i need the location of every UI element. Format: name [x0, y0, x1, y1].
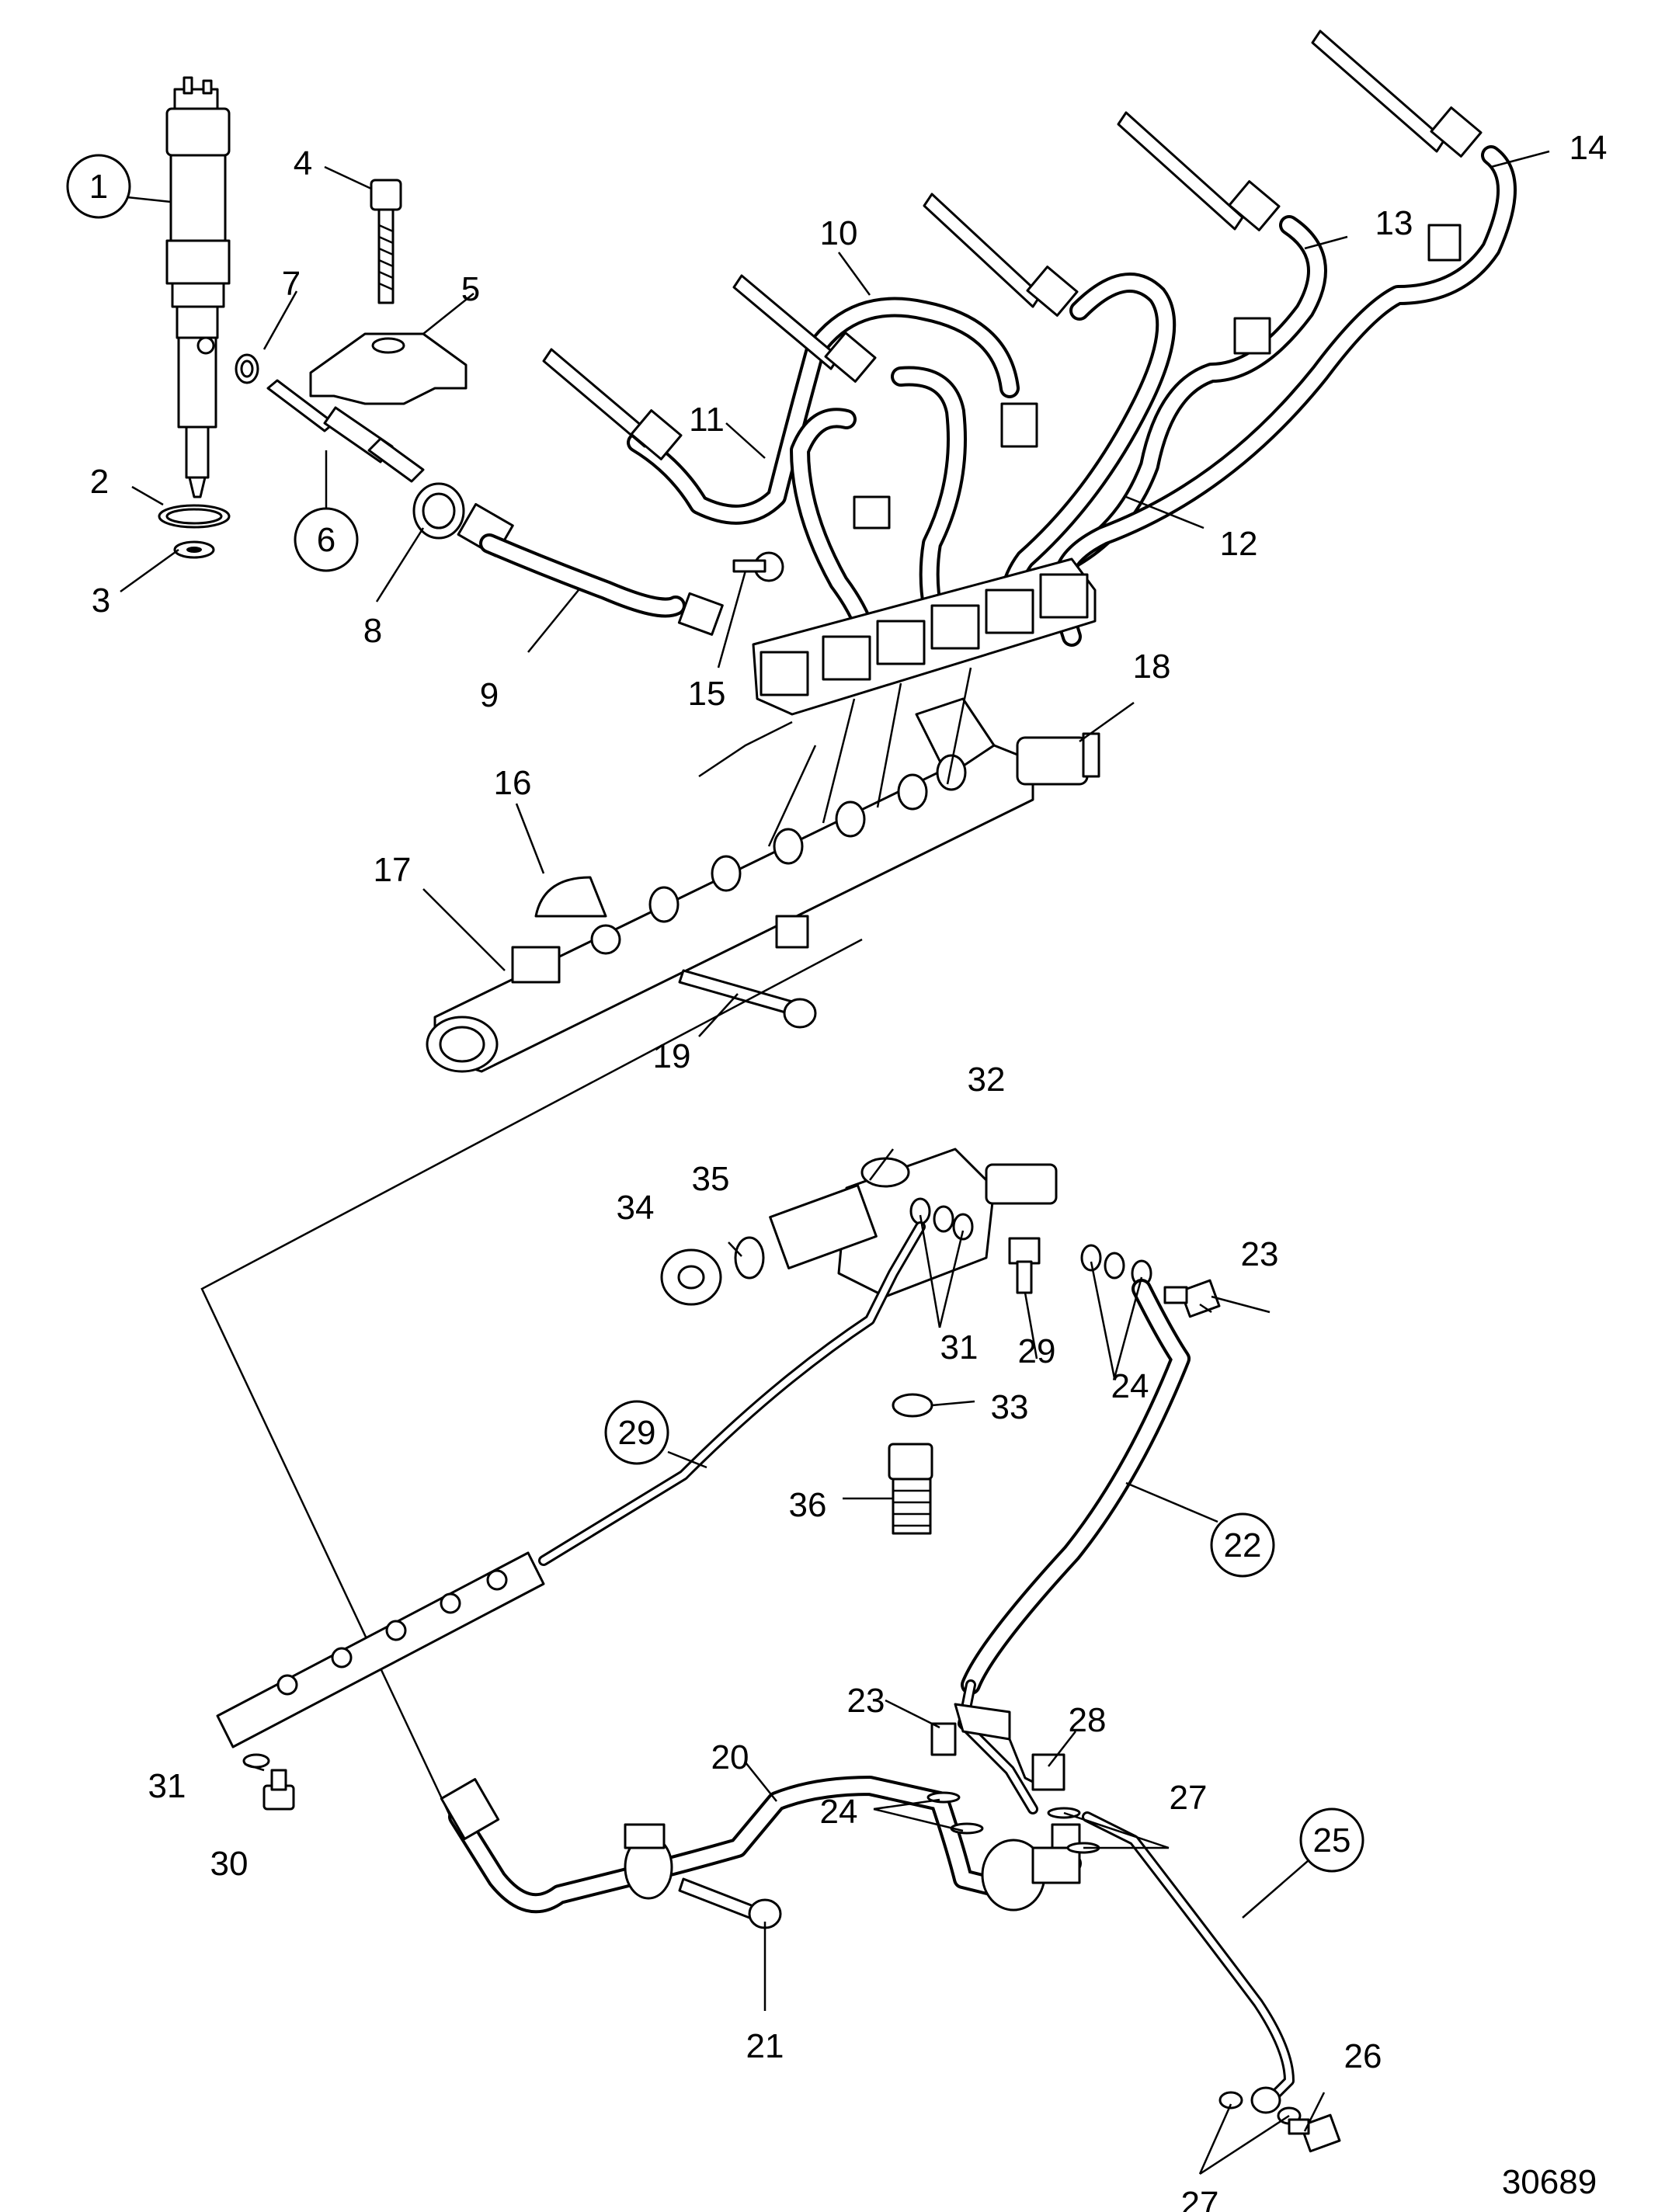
callout-label: 25 — [1313, 1821, 1351, 1860]
callout-circle — [1299, 1807, 1364, 1873]
callout-label: 20 — [711, 1738, 749, 1776]
callout-circle — [1210, 1512, 1275, 1578]
callout-label: 21 — [746, 2027, 784, 2065]
banjo-bolt — [262, 1769, 295, 1811]
banjo-bolt — [1163, 1279, 1221, 1318]
callout-labels: 1234567891011121314151617181920212223232… — [66, 129, 1608, 2212]
callout-label: 19 — [653, 1037, 691, 1075]
callout-label: 31 — [940, 1328, 979, 1366]
callout-label: 30 — [210, 1845, 249, 1883]
callout-label: 24 — [1111, 1367, 1149, 1405]
pipe-connector-block — [752, 557, 1097, 716]
figure-number: 30689 — [1502, 2163, 1597, 2201]
callout-label: 4 — [294, 144, 312, 182]
callout-label: 15 — [688, 675, 726, 713]
pipe-fitting — [1031, 1753, 1065, 1791]
callout-label: 13 — [1375, 204, 1413, 242]
callout-label: 18 — [1133, 648, 1171, 686]
fuel-filter-nipple — [888, 1443, 933, 1535]
callout-label: 24 — [820, 1793, 858, 1831]
callout-label: 9 — [480, 676, 499, 714]
callout-label: 26 — [1344, 2037, 1382, 2075]
callout-label: 2 — [90, 463, 109, 501]
callout-label: 29 — [618, 1414, 656, 1452]
injector — [165, 76, 231, 498]
pipe-end-fitting — [981, 1839, 1081, 1912]
o-ring — [734, 1236, 765, 1280]
o-ring — [892, 1393, 933, 1418]
return-manifold — [216, 1551, 545, 1748]
callout-circle — [294, 507, 359, 572]
clip-bolt — [732, 551, 784, 582]
callout-label: 16 — [494, 764, 532, 802]
callout-label: 7 — [282, 265, 301, 303]
callout-label: 36 — [789, 1486, 827, 1524]
injector-nozzles — [542, 30, 1483, 460]
callout-label: 17 — [374, 851, 412, 889]
fuel-filter-bracket — [769, 1148, 1058, 1298]
plug — [660, 1248, 722, 1306]
connector-tube — [266, 379, 425, 483]
callout-label: 29 — [1018, 1332, 1056, 1370]
common-rail — [426, 697, 1034, 1073]
callout-label: 35 — [692, 1160, 730, 1198]
pressure-relief-valve — [511, 924, 621, 984]
clip-bolt — [678, 1877, 782, 1929]
banjo-bolt — [1008, 1237, 1041, 1294]
callout-label: 8 — [363, 612, 382, 650]
callout-label: 27 — [1181, 2185, 1219, 2212]
bolt — [370, 179, 402, 304]
callout-label: 11 — [689, 401, 725, 439]
callout-label: 28 — [1069, 1701, 1107, 1739]
banjo-bolt — [1288, 2113, 1341, 2153]
callout-label: 34 — [617, 1189, 655, 1227]
callout-label: 12 — [1220, 525, 1258, 563]
injector-clamp — [309, 332, 468, 405]
rail-bolt — [678, 969, 817, 1029]
callout-label: 14 — [1570, 129, 1608, 167]
callout-label: 22 — [1224, 1526, 1262, 1564]
callout-label: 10 — [820, 214, 858, 252]
callout-label: 5 — [461, 270, 480, 308]
callout-label: 33 — [991, 1388, 1029, 1426]
callout-circle — [66, 154, 131, 219]
callout-label: 3 — [92, 582, 110, 620]
callout-label: 1 — [89, 168, 108, 206]
callout-label: 31 — [148, 1767, 186, 1805]
pipe-clip — [624, 1823, 673, 1900]
callout-circle — [604, 1400, 669, 1465]
callout-label: 27 — [1170, 1779, 1208, 1817]
callout-label: 6 — [317, 521, 335, 559]
callout-label: 23 — [1241, 1235, 1279, 1273]
callout-label: 32 — [968, 1061, 1006, 1099]
leader-lines — [119, 150, 1550, 2176]
rail-pressure-sensor — [1016, 732, 1100, 786]
callout-label: 23 — [847, 1682, 885, 1720]
